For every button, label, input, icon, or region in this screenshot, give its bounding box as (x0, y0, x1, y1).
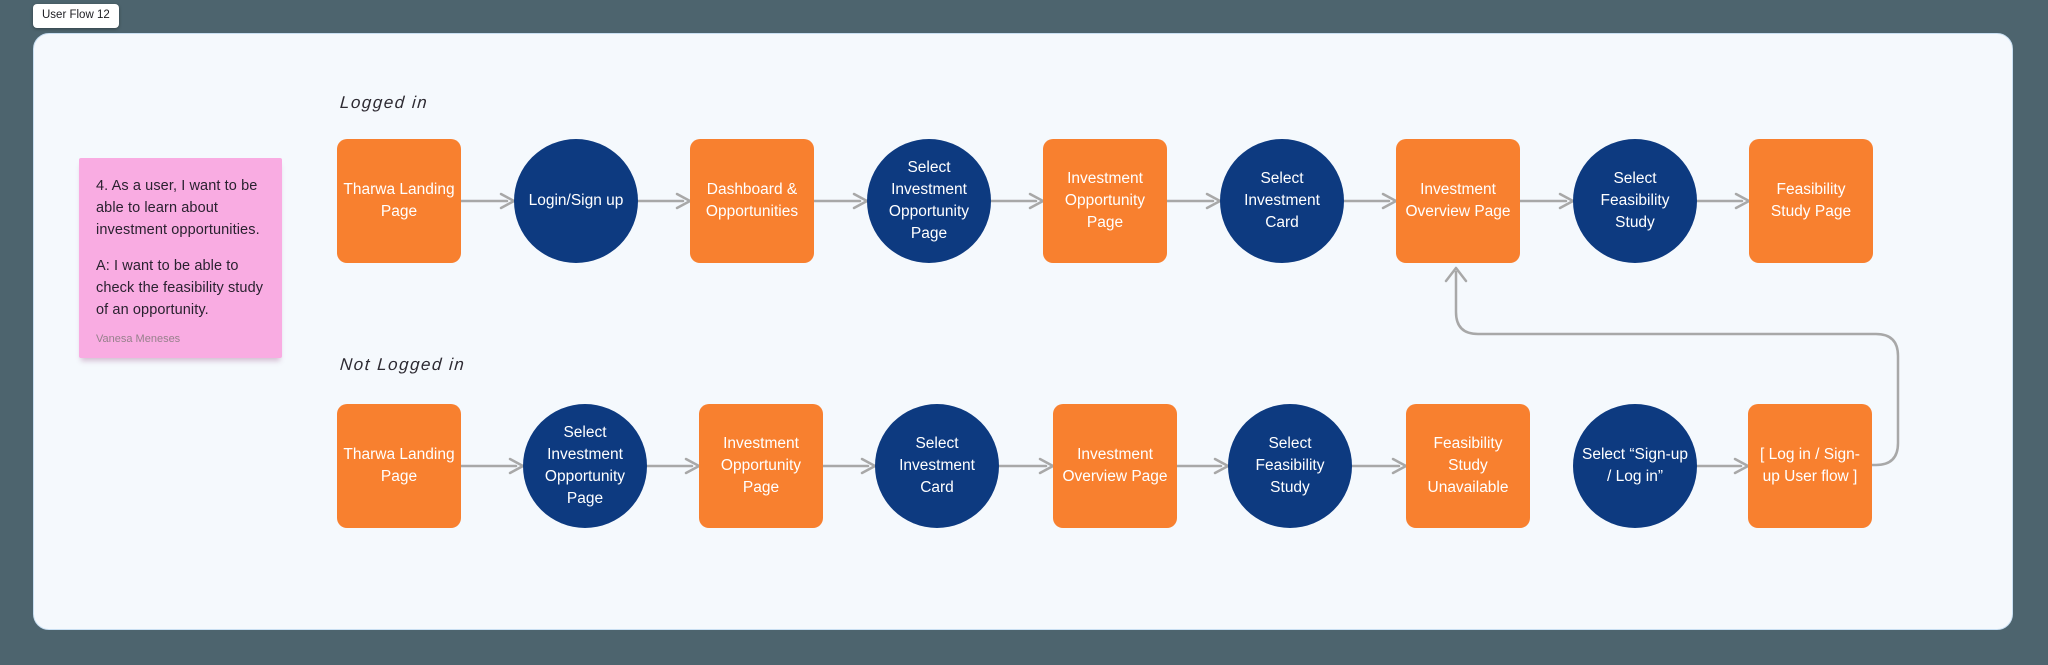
flow-node[interactable]: Select Investment Opportunity Page (867, 139, 991, 263)
flow-arrow (988, 192, 1045, 210)
flow-arrow (820, 457, 877, 475)
connector-layer (458, 192, 1900, 475)
flow-arrow (1174, 457, 1230, 475)
flow-node[interactable]: Select Feasibility Study (1228, 404, 1352, 528)
whiteboard-canvas: 4. As a user, I want to be able to learn… (33, 33, 2013, 630)
flow-arrow (1694, 457, 1750, 475)
flow-node[interactable]: Tharwa Landing Page (337, 404, 461, 528)
flow-node[interactable]: Select “Sign-up / Log in” (1573, 404, 1697, 528)
flow-node[interactable]: Feasibility Study Page (1749, 139, 1873, 263)
flow-node[interactable]: Select Feasibility Study (1573, 139, 1697, 263)
flow-node-label: Investment Overview Page (1405, 181, 1511, 220)
flow-arrow (1164, 192, 1222, 210)
flow-node-label: Tharwa Landing Page (343, 446, 455, 485)
flow-node-label: Select Investment Card (899, 435, 975, 496)
row-label-logged-in[interactable]: Logged in (339, 93, 429, 112)
flow-node-label: Investment Opportunity Page (720, 435, 802, 496)
flow-node-label: Feasibility Study Unavailable (1427, 435, 1509, 496)
sticky-note-paragraph: A: I want to be able to check the feasib… (96, 258, 264, 319)
flow-node[interactable]: Investment Opportunity Page (1043, 139, 1167, 263)
flow-arrow (811, 192, 869, 210)
flow-arrow (458, 192, 516, 210)
flow-node-label: Dashboard & Opportunities (705, 181, 799, 220)
flow-node-label: Select Feasibility Study (1255, 435, 1325, 496)
flow-arrow (1517, 192, 1575, 210)
row-label-not-logged-in[interactable]: Not Logged in (339, 355, 467, 374)
flow-node[interactable]: Select Investment Card (875, 404, 999, 528)
flow-node-label: Investment Overview Page (1062, 446, 1168, 485)
flow-arrow (1349, 457, 1408, 475)
flow-arrow (458, 457, 525, 475)
flow-node[interactable]: Investment Overview Page (1053, 404, 1177, 528)
flow-node-label: Select Investment Opportunity Page (544, 424, 626, 507)
flow-arrow (1694, 192, 1751, 210)
flow-arrow (635, 192, 692, 210)
flow-node-label: Select Feasibility Study (1600, 170, 1670, 231)
sticky-note-author: Vanesa Meneses (96, 332, 181, 345)
flow-node[interactable]: Feasibility Study Unavailable (1406, 404, 1530, 528)
flow-node-label: Select Investment Opportunity Page (888, 159, 970, 242)
flow-node[interactable]: Investment Opportunity Page (699, 404, 823, 528)
flow-node-label: Feasibility Study Page (1770, 181, 1852, 220)
flow-node-label: Select Investment Card (1244, 170, 1320, 231)
flow-node[interactable]: [ Log in / Sign-up User flow ] (1748, 404, 1872, 528)
flow-node-label: Tharwa Landing Page (343, 181, 455, 220)
flow-node[interactable]: Login/Sign up (514, 139, 638, 263)
flow-node[interactable]: Select Investment Card (1220, 139, 1344, 263)
flow-node[interactable]: Select Investment Opportunity Page (523, 404, 647, 528)
sticky-note-paragraph: 4. As a user, I want to be able to learn… (96, 178, 260, 239)
flow-node-label: Login/Sign up (528, 192, 624, 209)
file-tab[interactable]: User Flow 12 (33, 4, 119, 28)
flow-arrow (644, 457, 701, 475)
flow-arrow (996, 457, 1055, 475)
flow-node[interactable]: Investment Overview Page (1396, 139, 1520, 263)
flow-node-label: Investment Opportunity Page (1064, 170, 1146, 231)
flow-node[interactable]: Dashboard & Opportunities (690, 139, 814, 263)
sticky-note[interactable]: 4. As a user, I want to be able to learn… (79, 158, 282, 358)
flow-node-label: Select “Sign-up / Log in” (1582, 446, 1688, 485)
flow-arrow (1341, 192, 1398, 210)
flow-node[interactable]: Tharwa Landing Page (337, 139, 461, 263)
flow-node-label: [ Log in / Sign-up User flow ] (1760, 446, 1860, 485)
